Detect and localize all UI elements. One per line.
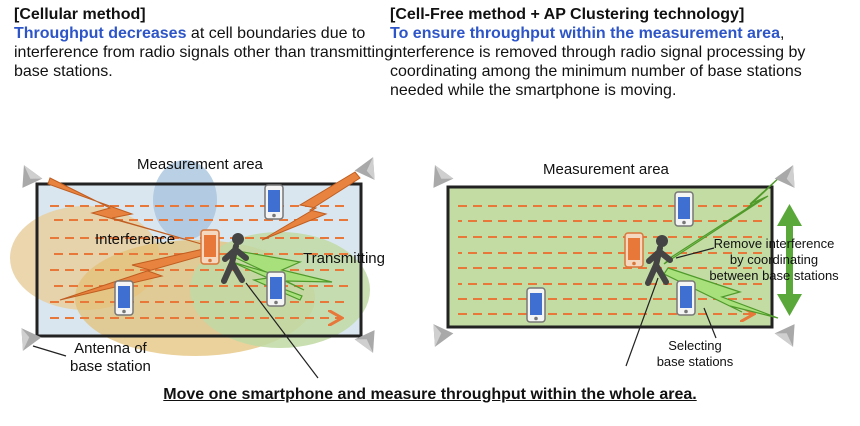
right-heading: [Cell-Free method + AP Clustering techno…	[390, 6, 745, 23]
antenna-icon	[354, 152, 384, 180]
left-user-phone	[200, 229, 220, 265]
right-description-text: , interference is removed through radio …	[390, 25, 806, 99]
selecting-label-line2: base stations	[656, 354, 734, 369]
right-phone-bottom	[526, 287, 546, 323]
antenna-icon	[774, 160, 804, 188]
right-user-phone	[624, 232, 644, 268]
right-phone-top	[674, 191, 694, 227]
left-phone-top	[264, 184, 284, 220]
right-area-label: Measurement area	[543, 161, 669, 178]
right-phone-right	[676, 280, 696, 316]
right-measurement-area	[424, 160, 804, 367]
bottom-caption: Move one smartphone and measure throughp…	[163, 386, 697, 403]
left-highlight: Throughput decreases	[14, 25, 187, 42]
antenna-icon	[424, 160, 454, 188]
remove-label-line1: Remove interference	[713, 236, 835, 251]
left-area-label: Measurement area	[137, 156, 263, 173]
selecting-label-line1: Selecting	[668, 338, 722, 353]
antenna-label-line2: base station	[70, 358, 151, 375]
left-measurement-area	[10, 152, 384, 379]
coordination-arrow-icon	[777, 204, 802, 316]
left-heading: [Cellular method]	[14, 6, 146, 23]
antenna-icon	[774, 324, 804, 352]
right-description: [Cell-Free method + AP Clustering techno…	[390, 5, 850, 100]
left-phone-right	[266, 271, 286, 307]
remove-label-line3: between base stations	[709, 268, 839, 283]
right-highlight: To ensure throughput within the measurem…	[390, 25, 780, 42]
selecting-label: Selecting base stations	[640, 338, 750, 370]
transmitting-label: Transmitting	[303, 250, 385, 267]
remove-label-line2: by coordinating	[729, 252, 819, 267]
antenna-label-line1: Antenna of	[74, 340, 147, 357]
antenna-label: Antenna of base station	[70, 340, 151, 376]
left-description: [Cellular method] Throughput decreases a…	[14, 5, 394, 81]
left-description-text: at cell boundaries due to interference f…	[14, 25, 393, 80]
remove-interference-label: Remove interference by coordinating betw…	[694, 236, 854, 284]
interference-label: Interference	[95, 231, 176, 248]
left-phone-bottom	[114, 280, 134, 316]
